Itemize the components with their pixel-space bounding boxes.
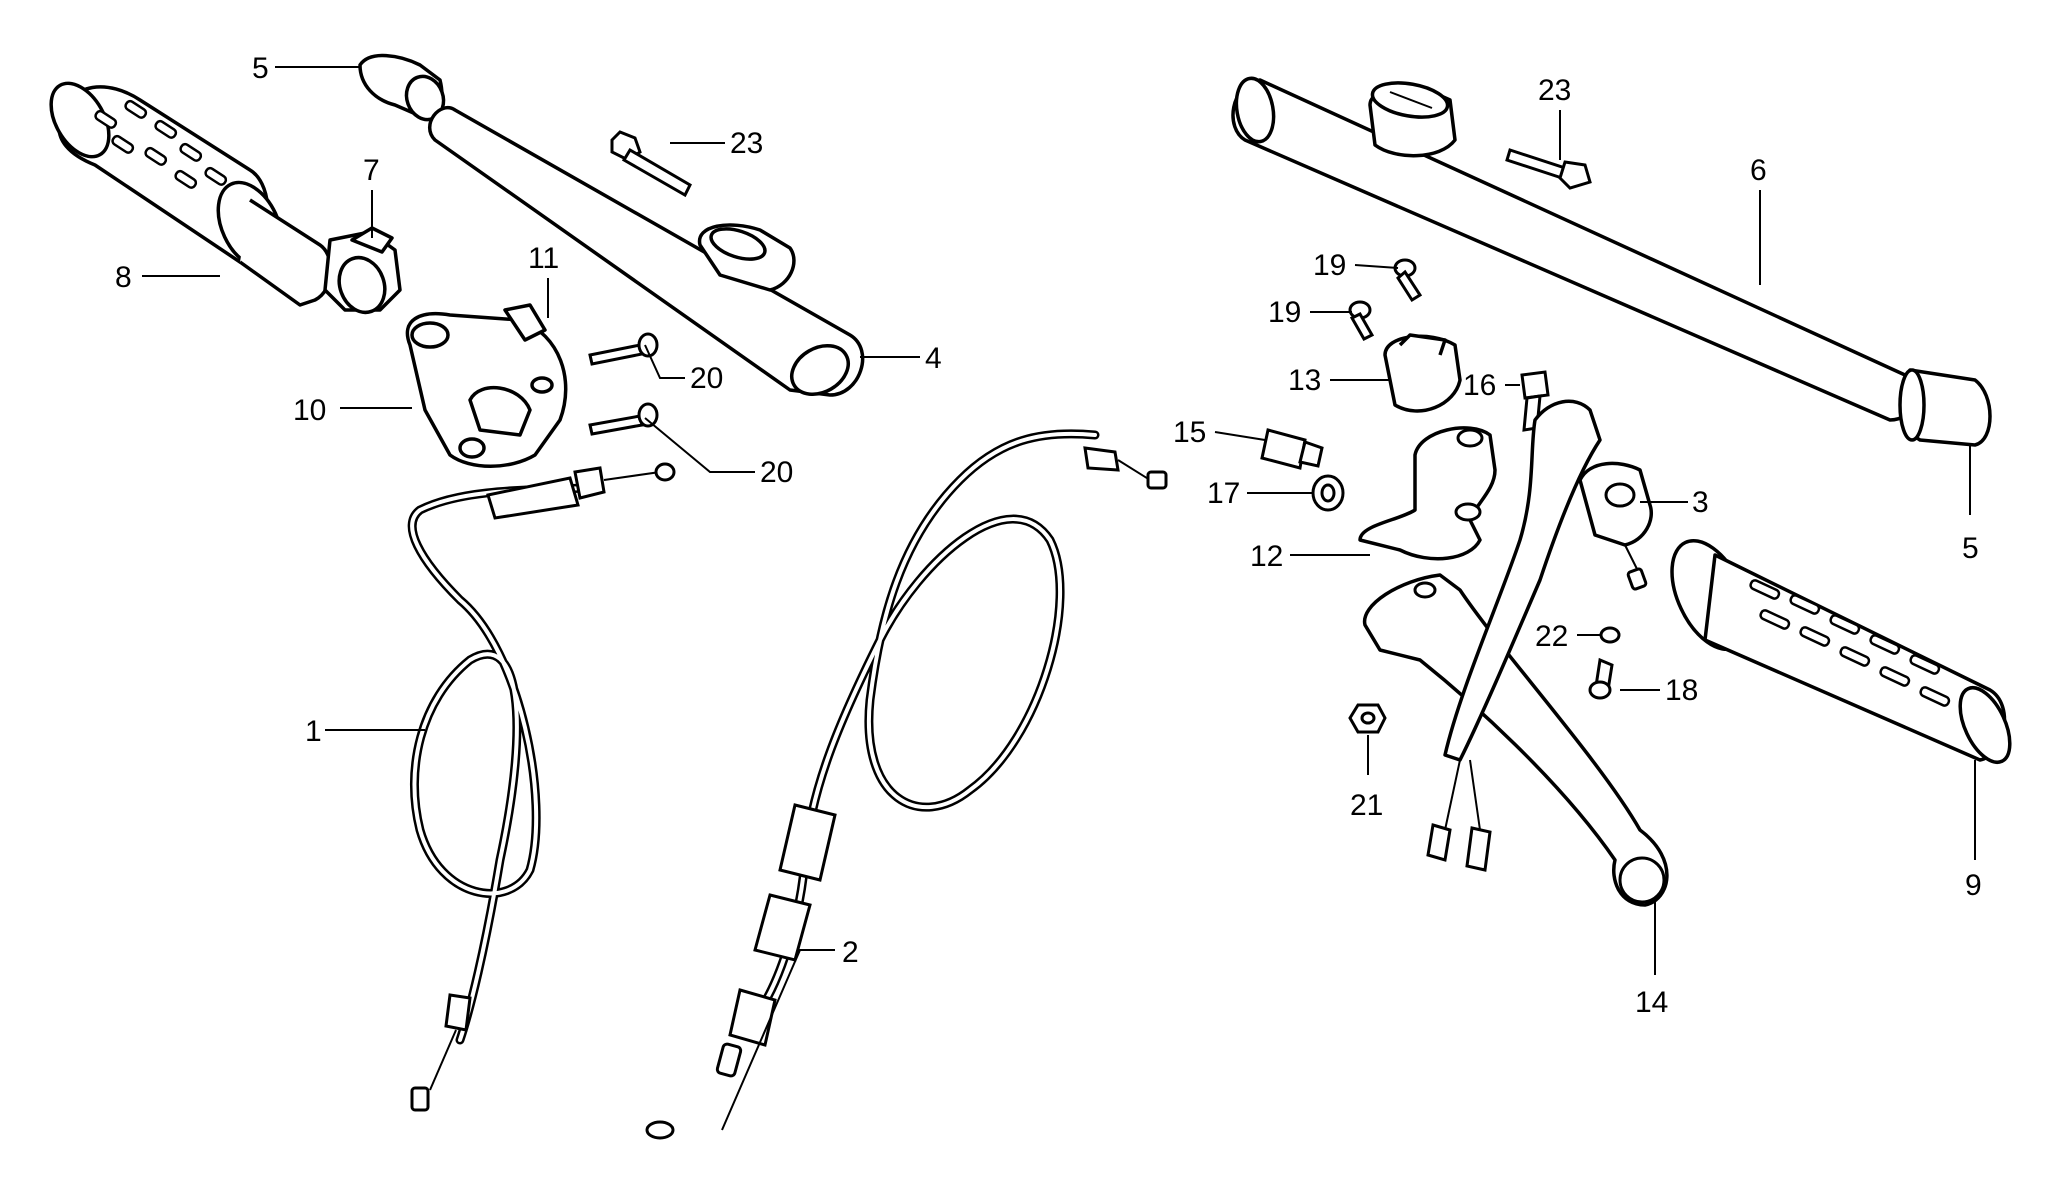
part-bolt-right [1505, 148, 1592, 190]
callout-16: 16 [1463, 369, 1496, 402]
part-bar-end-right [1898, 368, 1992, 447]
leader-lines [142, 66, 1976, 1131]
callout-23-left: 23 [730, 127, 763, 160]
callout-22: 22 [1535, 620, 1568, 653]
part-handlebar-right [1231, 76, 1918, 422]
part-bar-end-left [358, 53, 446, 122]
callout-21: 21 [1350, 789, 1383, 822]
callout-12: 12 [1250, 540, 1283, 573]
callout-19-upper: 19 [1313, 249, 1346, 282]
part-clutch-switch [1578, 461, 1653, 591]
part-handlebar-left [428, 106, 865, 397]
callout-13: 13 [1288, 364, 1321, 397]
callout-5-right: 5 [1962, 532, 1979, 565]
part-screw-19-lower [1348, 300, 1375, 341]
callout-2: 2 [842, 936, 859, 969]
callout-7: 7 [363, 154, 380, 187]
part-throttle-housing [405, 303, 568, 468]
part-lock-nut [1311, 474, 1345, 512]
part-nut [1348, 703, 1387, 734]
part-lever-bracket [1358, 426, 1497, 561]
part-adjuster [1260, 428, 1324, 470]
part-throttle-cable [407, 462, 676, 1112]
part-throttle-grip-left [49, 81, 333, 307]
callout-6: 6 [1750, 154, 1767, 187]
part-screw-19-upper [1393, 258, 1423, 303]
part-grip-right [1670, 538, 2012, 764]
callout-5-left: 5 [252, 52, 269, 85]
callout-18: 18 [1665, 674, 1698, 707]
callout-11: 11 [528, 242, 559, 275]
part-cable-guide [323, 226, 402, 315]
callout-4: 4 [925, 342, 942, 375]
callout-15: 15 [1173, 416, 1206, 449]
callout-9: 9 [1965, 869, 1982, 902]
callout-20-lower: 20 [760, 456, 793, 489]
part-screw-18 [1588, 657, 1614, 700]
callout-8: 8 [115, 261, 132, 294]
callout-3: 3 [1692, 486, 1709, 519]
part-clutch-cable [645, 429, 1168, 1140]
callout-19-lower: 19 [1268, 296, 1301, 329]
callout-labels: 5 23 7 8 11 20 4 10 20 1 2 23 6 19 19 13… [115, 52, 1982, 1019]
callout-1: 1 [305, 715, 322, 748]
callout-10: 10 [293, 394, 326, 427]
part-screw-upper [588, 332, 659, 366]
callout-20-upper: 20 [690, 362, 723, 395]
part-switch-wire [1426, 399, 1602, 872]
callout-23-right: 23 [1538, 74, 1571, 107]
callout-17: 17 [1207, 477, 1240, 510]
callout-14: 14 [1635, 986, 1668, 1019]
part-bolt-left [610, 130, 692, 198]
part-washer [1599, 626, 1621, 644]
part-clutch-lever [1362, 573, 1669, 907]
part-screw-lower [588, 402, 659, 436]
part-clamp [1383, 333, 1462, 413]
